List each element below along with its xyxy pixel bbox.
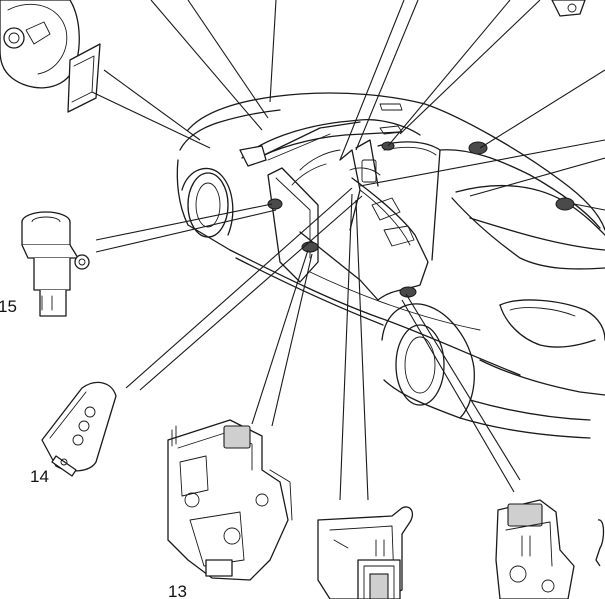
door-lock-actuator-component bbox=[167, 419, 293, 581]
ignition-switch-component bbox=[21, 211, 90, 317]
callout-13: 13 bbox=[168, 582, 187, 599]
horn-component bbox=[0, 0, 101, 113]
rear-lock-actuator-component bbox=[495, 499, 605, 599]
callout-14: 14 bbox=[30, 467, 49, 486]
leader-lines bbox=[91, 0, 605, 501]
car-outline bbox=[176, 92, 605, 439]
callout-15: 15 bbox=[0, 297, 17, 316]
control-module-component bbox=[317, 506, 414, 599]
key-fob-component bbox=[41, 381, 117, 477]
connector-component bbox=[551, 0, 586, 17]
